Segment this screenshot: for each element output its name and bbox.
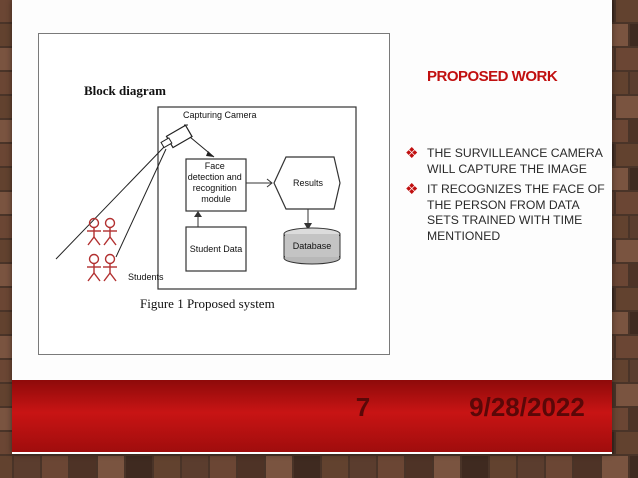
slide-date: 9/28/2022 xyxy=(469,392,585,422)
block-diagram-svg: Block diagram Capturing Camera Face dete… xyxy=(38,33,390,355)
student-data-box xyxy=(185,226,247,272)
face-module-box xyxy=(185,158,247,212)
database-label: Database xyxy=(293,241,332,251)
face-module-label: Face detection and recognition module xyxy=(188,161,245,204)
camera-view-line-2 xyxy=(115,148,167,258)
slide-footer: 7 9/28/2022 xyxy=(12,380,612,452)
students-label: Students xyxy=(128,272,164,282)
database-node xyxy=(283,227,341,265)
bullet-list: ❖ THE SURVILLEANCE CAMERA WILL CAPTURE T… xyxy=(405,146,605,249)
bullet-text: THE SURVILLEANCE CAMERA WILL CAPTURE THE… xyxy=(427,146,603,176)
students-icon xyxy=(87,217,117,282)
camera-label: Capturing Camera xyxy=(183,110,257,120)
results-label: Results xyxy=(293,178,324,188)
diamond-bullet-icon: ❖ xyxy=(405,181,419,198)
camera-icon xyxy=(160,124,193,149)
diamond-bullet-icon: ❖ xyxy=(405,145,419,162)
bullet-item: ❖ IT RECOGNIZES THE FACE OF THE PERSON F… xyxy=(405,182,605,244)
camera-view-line-1 xyxy=(55,146,165,260)
figure-heading: Block diagram xyxy=(84,83,166,98)
slide-card: Block diagram Capturing Camera Face dete… xyxy=(12,0,612,454)
bullet-item: ❖ THE SURVILLEANCE CAMERA WILL CAPTURE T… xyxy=(405,146,605,177)
student-data-label: Student Data xyxy=(190,244,243,254)
bullet-text: IT RECOGNIZES THE FACE OF THE PERSON FRO… xyxy=(427,182,605,243)
figure-caption: Figure 1 Proposed system xyxy=(140,296,275,311)
system-frame xyxy=(157,106,357,290)
slide-number: 7 xyxy=(355,392,371,422)
results-node xyxy=(273,156,341,210)
block-diagram-figure: Block diagram Capturing Camera Face dete… xyxy=(38,33,390,355)
slide-title: PROPOSED WORK xyxy=(427,68,558,85)
